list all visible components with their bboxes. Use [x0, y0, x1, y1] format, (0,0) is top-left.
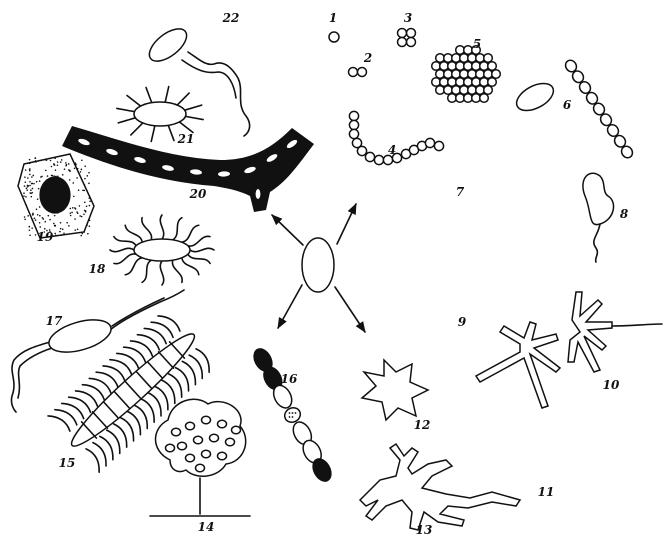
label-3: 3: [404, 11, 412, 25]
label-20: 20: [189, 187, 207, 201]
organism-1-coccus: [329, 32, 339, 42]
organism-19-capsule: [18, 154, 94, 238]
organism-4-streptococcus: [349, 111, 443, 164]
label-18: 18: [89, 262, 106, 276]
label-14: 14: [198, 520, 215, 534]
label-7: 7: [456, 185, 465, 199]
organism-18-peritrichous: [110, 215, 214, 285]
organism-7-spirilla: [350, 136, 552, 239]
label-22: 22: [222, 11, 240, 25]
organism-14-colony: [150, 399, 250, 516]
organism-3-tetrad: [398, 29, 416, 47]
label-6: 6: [563, 98, 572, 112]
label-8: 8: [620, 207, 629, 221]
organism-13-mycelial: [360, 444, 520, 530]
organism-2-diplococcus: [349, 68, 367, 77]
label-16: 16: [281, 372, 298, 386]
label-5: 5: [473, 37, 481, 51]
organism-6-streptobacillus: [563, 58, 634, 160]
label-17: 17: [46, 314, 63, 328]
label-4: 4: [388, 143, 396, 157]
organism-12-star: [362, 360, 428, 420]
organism-5-staphylococcus: [432, 46, 501, 103]
organism-8-vibrio: [583, 173, 614, 262]
label-10: 10: [603, 378, 620, 392]
label-9: 9: [458, 315, 467, 329]
organism-6-bacillus: [512, 78, 558, 116]
organism-11-filament: [472, 392, 600, 481]
label-21: 21: [177, 132, 195, 146]
label-15: 15: [59, 456, 76, 470]
organism-10-branched: [476, 292, 662, 408]
label-13: 13: [416, 523, 433, 536]
label-12: 12: [414, 418, 431, 432]
organism-16-chain: [250, 346, 334, 485]
organism-9-curved: [413, 279, 523, 312]
label-19: 19: [37, 230, 54, 244]
central-cell: [302, 238, 334, 292]
organism-17-polar-flagella: [11, 290, 184, 412]
label-2: 2: [363, 51, 372, 65]
label-11: 11: [538, 485, 555, 499]
label-1: 1: [329, 11, 337, 25]
